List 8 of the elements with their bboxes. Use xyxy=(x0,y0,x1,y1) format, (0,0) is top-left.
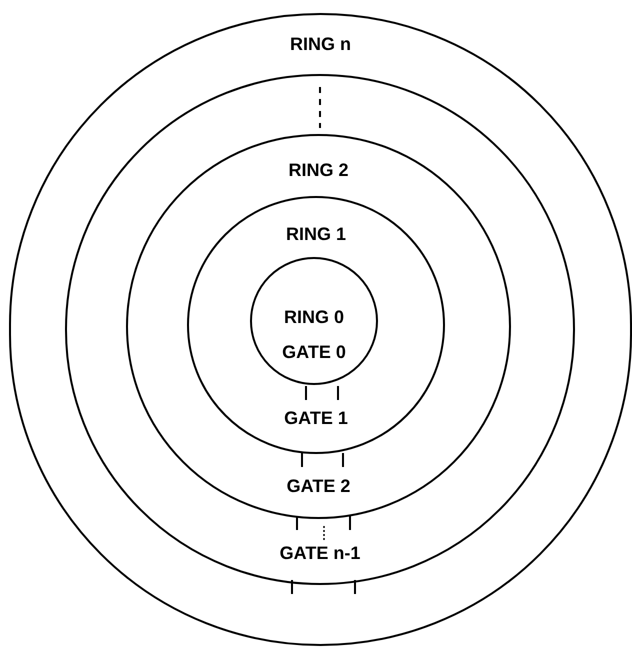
ring-label: RING 1 xyxy=(286,225,346,243)
ring-label: RING n xyxy=(290,35,351,53)
ring-label: GATE 0 xyxy=(282,343,346,361)
ring-label: GATE n-1 xyxy=(280,544,360,562)
ring-label: GATE 2 xyxy=(286,477,350,495)
ring-label: RING 2 xyxy=(288,161,348,179)
ring-label: GATE 1 xyxy=(284,409,348,427)
ring-label: RING 0 xyxy=(284,308,344,326)
